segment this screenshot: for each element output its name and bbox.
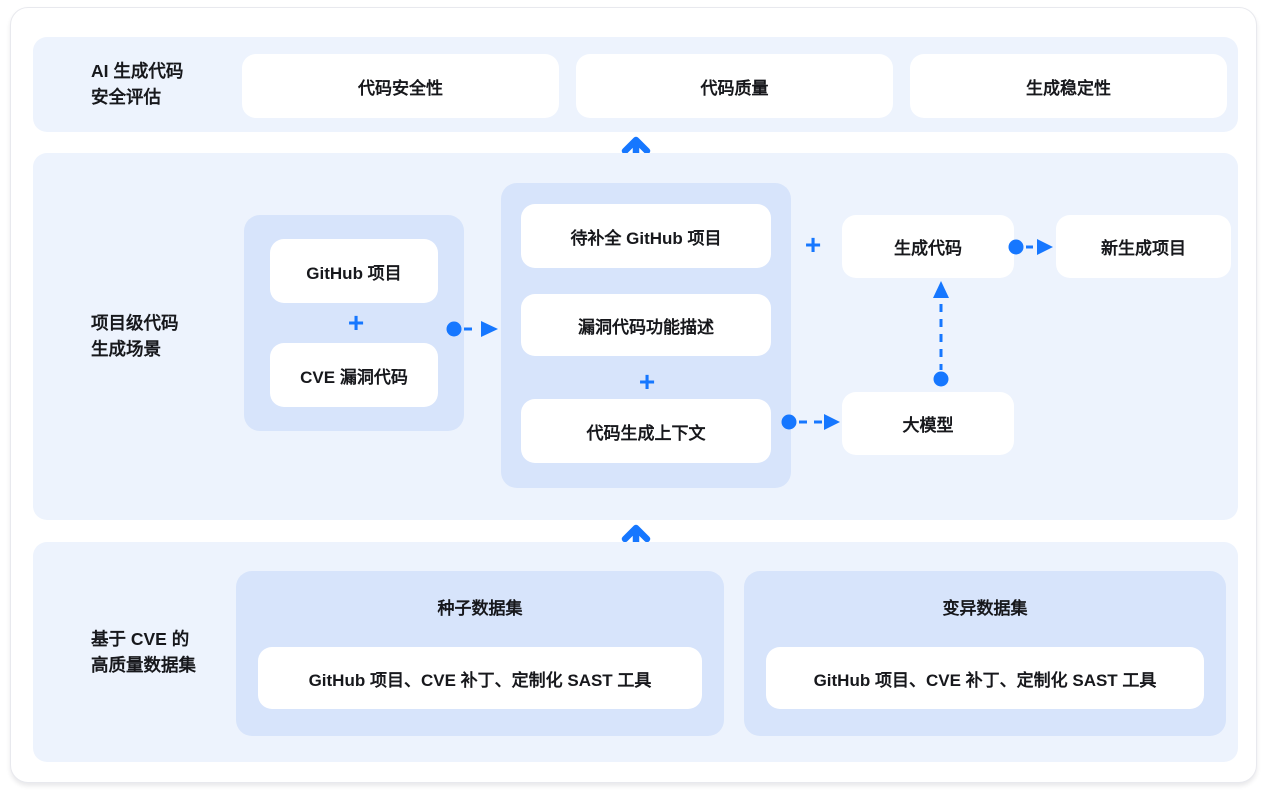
seed-dataset-title: 种子数据集 [437, 599, 523, 618]
flow-arrowhead-icon [933, 281, 949, 298]
evaluation-label: AI 生成代码 安全评估 [91, 58, 183, 110]
connector-generated-to-new-project [1008, 239, 1053, 255]
generation-label-line1: 项目级代码 [91, 313, 179, 333]
connector-context-to-llm [781, 414, 840, 430]
node-generated-code: 生成代码 [842, 215, 1014, 278]
node-github-project: GitHub 项目 [270, 239, 438, 303]
connector-llm-to-generated-code [933, 281, 949, 387]
flow-dot-icon [446, 321, 462, 337]
diagram-card: AI 生成代码 安全评估 代码安全性 代码质量 生成稳定性 项目级代码 生成场景… [10, 7, 1257, 783]
section-generation: 项目级代码 生成场景 GitHub 项目 + CVE 漏洞代码 待补全 GitH… [33, 153, 1238, 520]
evaluation-label-line2: 安全评估 [91, 87, 161, 107]
merge-plus-icon: + [804, 229, 822, 260]
node-llm: 大模型 [842, 392, 1014, 455]
dataset-label: 基于 CVE 的 高质量数据集 [91, 626, 196, 678]
connector-source-to-context [446, 321, 498, 337]
dataset-label-line1: 基于 CVE 的 [91, 629, 190, 649]
group-source-inputs: GitHub 项目 + CVE 漏洞代码 [244, 215, 464, 431]
flow-arrowhead-icon [481, 321, 498, 337]
seed-dataset-content: GitHub 项目、CVE 补丁、定制化 SAST 工具 [258, 647, 702, 709]
mutation-dataset-title: 变异数据集 [942, 599, 1028, 618]
section-evaluation: AI 生成代码 安全评估 代码安全性 代码质量 生成稳定性 [33, 37, 1238, 132]
node-generation-stability: 生成稳定性 [910, 54, 1227, 118]
node-new-generated-project: 新生成项目 [1056, 215, 1231, 278]
node-vuln-function-description: 漏洞代码功能描述 [521, 294, 771, 356]
node-cve-vulnerable-code: CVE 漏洞代码 [270, 343, 438, 407]
flow-dot-icon [781, 414, 797, 430]
node-code-security: 代码安全性 [242, 54, 559, 118]
flow-dot-icon [1008, 239, 1024, 255]
flow-dot-icon [933, 371, 949, 387]
flow-arrowhead-icon [824, 414, 840, 430]
section-dataset: 基于 CVE 的 高质量数据集 种子数据集 GitHub 项目、CVE 补丁、定… [33, 542, 1238, 762]
context-plus-icon: + [638, 366, 656, 397]
node-code-generation-context: 代码生成上下文 [521, 399, 771, 463]
generation-label-line2: 生成场景 [91, 339, 161, 359]
group-generation-context: 待补全 GitHub 项目 漏洞代码功能描述 + 代码生成上下文 [501, 183, 791, 488]
dataset-label-line2: 高质量数据集 [91, 655, 196, 675]
source-plus-icon: + [347, 307, 365, 338]
mutation-dataset-content: GitHub 项目、CVE 补丁、定制化 SAST 工具 [766, 647, 1204, 709]
generation-label: 项目级代码 生成场景 [91, 310, 179, 362]
evaluation-label-line1: AI 生成代码 [91, 61, 184, 81]
node-code-quality: 代码质量 [576, 54, 893, 118]
node-incomplete-github-project: 待补全 GitHub 项目 [521, 204, 771, 268]
group-seed-dataset: 种子数据集 GitHub 项目、CVE 补丁、定制化 SAST 工具 [236, 571, 724, 736]
flow-arrowhead-icon [1037, 239, 1053, 255]
group-mutation-dataset: 变异数据集 GitHub 项目、CVE 补丁、定制化 SAST 工具 [744, 571, 1226, 736]
